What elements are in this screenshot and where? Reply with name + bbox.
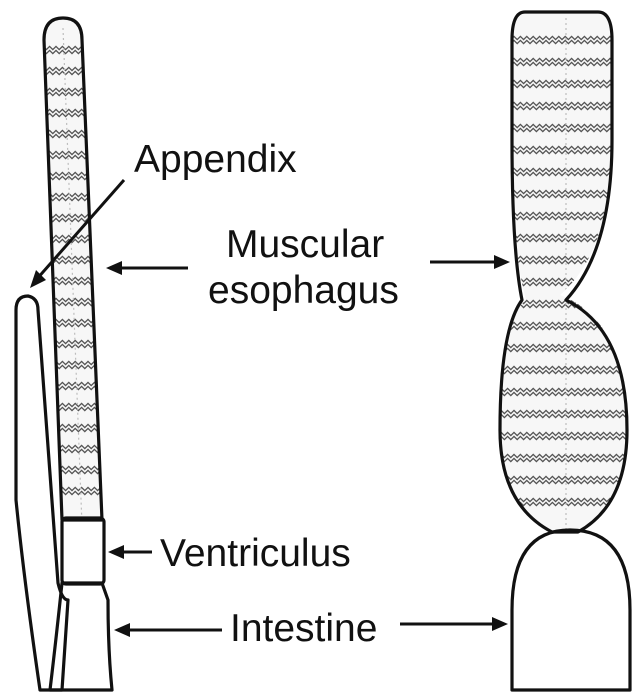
- muscular-left-arrow: [106, 261, 188, 275]
- muscular-label-line2: esophagus: [208, 269, 399, 312]
- intestine-left-arrow: [114, 623, 222, 637]
- right-esophagus: [498, 12, 629, 540]
- ventriculus-arrow: [108, 545, 152, 559]
- right-intestine-shape: [512, 530, 630, 690]
- muscular-right-arrow: [430, 255, 510, 269]
- left-intestine-shape: [50, 583, 112, 690]
- ventriculus-label: Ventriculus: [160, 532, 351, 575]
- muscular-label-line1: Muscular: [226, 223, 384, 266]
- ventriculus-shape: [62, 518, 104, 584]
- intestine-right-arrow: [400, 617, 508, 631]
- intestine-label: Intestine: [230, 607, 377, 650]
- appendix-label: Appendix: [134, 138, 297, 181]
